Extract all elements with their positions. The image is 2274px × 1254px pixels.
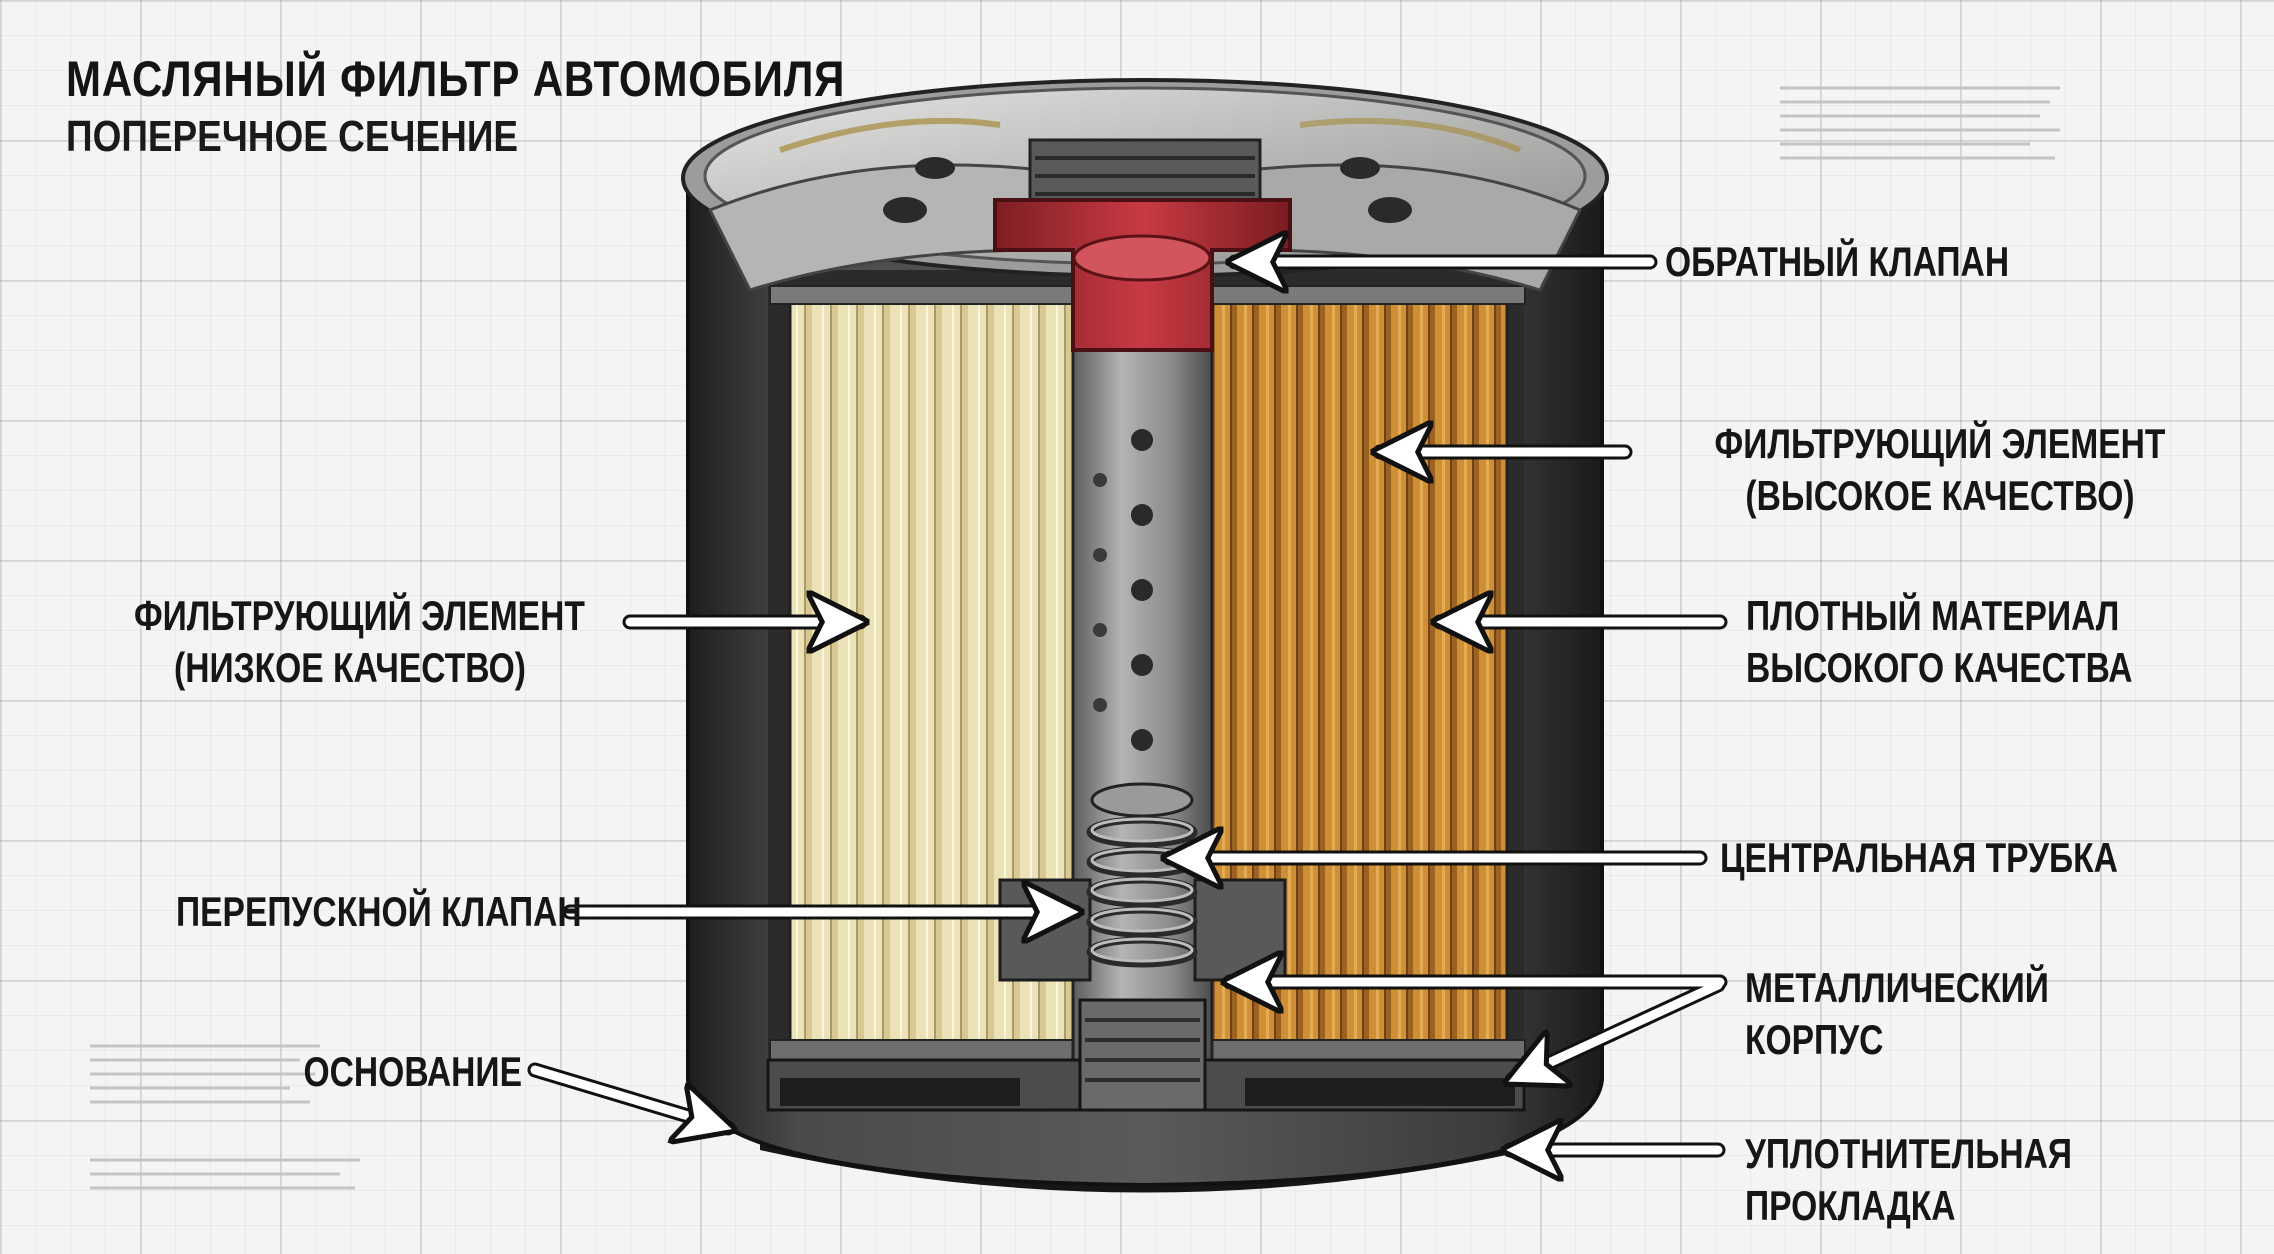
label-dense-material: ПЛОТНЫЙ МАТЕРИАЛ ВЫСОКОГО КАЧЕСТВА xyxy=(1746,592,2133,691)
center-tube-shape xyxy=(1071,328,1214,1092)
label-base: ОСНОВАНИЕ xyxy=(303,1048,522,1095)
label-filter-low: ФИЛЬТРУЮЩИЙ ЭЛЕМЕНТ (НИЗКОЕ КАЧЕСТВО) xyxy=(134,592,585,691)
check-valve-shape xyxy=(993,138,1292,352)
background-text-lines xyxy=(90,86,2060,1190)
callout-arrows xyxy=(527,262,1728,1150)
base-shape xyxy=(766,998,1526,1112)
diagram-title: МАСЛЯНЫЙ ФИЛЬТР АВТОМОБИЛЯ xyxy=(66,51,846,107)
label-check-valve: ОБРАТНЫЙ КЛАПАН xyxy=(1665,238,2010,285)
arrow-base xyxy=(530,1065,728,1128)
label-gasket: УПЛОТНИТЕЛЬНАЯ ПРОКЛАДКА xyxy=(1745,1130,2073,1229)
label-filter-high: ФИЛЬТРУЮЩИЙ ЭЛЕМЕНТ (ВЫСОКОЕ КАЧЕСТВО) xyxy=(1714,420,2166,519)
label-metal-housing: МЕТАЛЛИЧЕСКИЙ КОРПУС xyxy=(1745,964,2049,1063)
bypass-valve-shape xyxy=(998,782,1287,982)
arrow-metal-housing-2 xyxy=(1512,980,1723,1080)
label-bypass-valve: ПЕРЕПУСКНОЙ КЛАПАН xyxy=(176,888,582,935)
label-center-tube: ЦЕНТРАЛЬНАЯ ТРУБКА xyxy=(1720,834,2118,881)
diagram-subtitle: ПОПЕРЕЧНОЕ СЕЧЕНИЕ xyxy=(66,112,519,161)
